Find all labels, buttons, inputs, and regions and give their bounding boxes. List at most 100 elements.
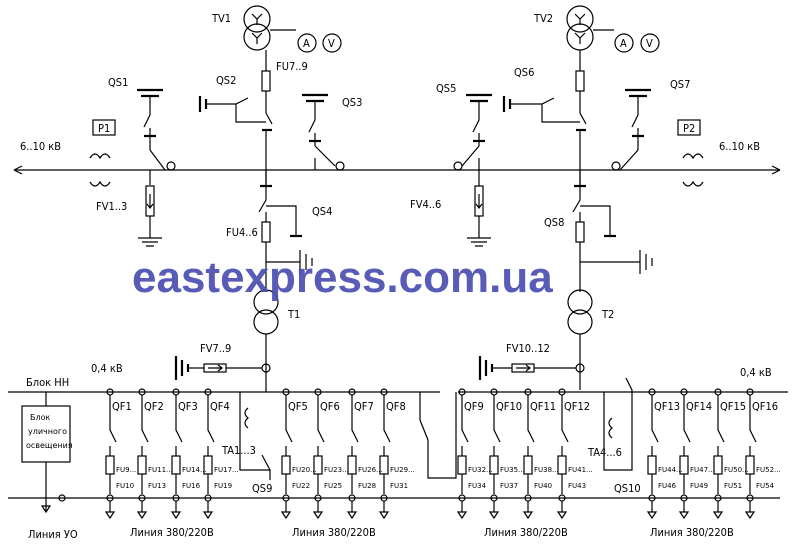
current-transformer-right <box>682 153 704 187</box>
lv-right-label: 0,4 кВ <box>740 366 772 379</box>
fuse-label: FU19 <box>214 482 232 490</box>
fuse-fu7-9 <box>261 70 271 92</box>
fuse-label: FU9... <box>116 466 136 474</box>
fuse-label: FU10 <box>116 482 134 490</box>
voltage-transformer-tv2: TV2 <box>533 5 594 51</box>
svg-text:освещения: освещения <box>26 441 73 450</box>
voltmeter-right: V <box>640 33 660 53</box>
qs1-label: QS1 <box>108 76 128 89</box>
svg-text:A: A <box>303 37 310 50</box>
qs2-label: QS2 <box>216 74 236 87</box>
fuse-label: FU16 <box>182 482 201 490</box>
line-380-label-2: Линия 380/220В <box>292 526 376 539</box>
fuse-right-tv2 <box>575 70 585 92</box>
qs10-label: QS10 <box>614 482 641 495</box>
breaker-label: QF6 <box>320 400 340 413</box>
ta1-3-label: TA1...3 <box>221 444 256 457</box>
fuse-label: FU49 <box>690 482 708 490</box>
block-nn-label: Блок НН <box>26 376 69 389</box>
fuse-label: FU37 <box>500 482 518 490</box>
line-380-label-4: Линия 380/220В <box>650 526 734 539</box>
fuse-label: FU52... <box>756 466 781 474</box>
disconnector-qs1: QS1 <box>108 76 163 150</box>
fuse-label: FU46 <box>658 482 677 490</box>
breaker-label: QF9 <box>464 400 484 413</box>
fuse-label: FU40 <box>534 482 552 490</box>
hv-right-label: 6..10 кВ <box>719 140 760 153</box>
fuse-fu4-6 <box>261 221 271 243</box>
fuse-label: FU51 <box>724 482 742 490</box>
feeder-group: QF1FU9...FU10QF2FU11...FU13QF3FU14...FU1… <box>104 388 781 520</box>
fuse-label: FU34 <box>468 482 487 490</box>
fuse-label: FU31 <box>390 482 408 490</box>
fv4-6-label: FV4..6 <box>410 198 441 211</box>
fuse-label: FU23... <box>324 466 349 474</box>
fuse-label: FU22 <box>292 482 310 490</box>
arrester-fv7-9: FV7..9 <box>174 342 271 380</box>
breaker-label: QF7 <box>354 400 374 413</box>
breaker-label: QF1 <box>112 400 132 413</box>
fuse-label: FU43 <box>568 482 586 490</box>
voltage-transformer-tv1: TV1 <box>211 5 271 51</box>
current-transformer-ta1-3 <box>244 407 249 429</box>
fuse-label: FU25 <box>324 482 342 490</box>
svg-text:V: V <box>646 37 653 50</box>
fuse-label: FU13 <box>148 482 166 490</box>
svg-text:P2: P2 <box>683 122 695 135</box>
fuse-label: FU26... <box>358 466 383 474</box>
voltmeter-left: V <box>322 33 342 53</box>
breaker-label: QF2 <box>144 400 164 413</box>
tv1-label: TV1 <box>211 12 231 25</box>
fuse-label: FU44... <box>658 466 683 474</box>
fuse-label: FU20... <box>292 466 317 474</box>
breaker-label: QF11 <box>530 400 556 413</box>
svg-text:T1: T1 <box>287 308 300 321</box>
qs8-label: QS8 <box>544 216 564 229</box>
breaker-label: QF15 <box>720 400 746 413</box>
fuse-label: FU54 <box>756 482 775 490</box>
disconnector-qs7: QS7 <box>625 78 690 150</box>
svg-text:A: A <box>620 37 627 50</box>
svg-text:FV7..9: FV7..9 <box>200 342 231 355</box>
fuse-label: FU41... <box>568 466 593 474</box>
bus-section-link <box>419 392 457 479</box>
arrow-left <box>13 165 23 175</box>
breaker-label: QF8 <box>386 400 406 413</box>
disconnector-qs5: QS5 <box>436 82 492 146</box>
fuse-label: FU47... <box>690 466 715 474</box>
fuse-label: FU38... <box>534 466 559 474</box>
breaker-label: QF10 <box>496 400 522 413</box>
fuse-label: FU28 <box>358 482 376 490</box>
disconnector-qs6: QS6 <box>502 66 587 132</box>
ammeter-left: A <box>297 33 317 53</box>
fuse-label: FU50... <box>724 466 749 474</box>
fuse-label: FU14... <box>182 466 207 474</box>
svg-text:Блок: Блок <box>30 413 50 422</box>
breaker-label: QF14 <box>686 400 712 413</box>
disconnector-qs2: QS2 <box>198 74 273 132</box>
breaker-label: QF12 <box>564 400 590 413</box>
fu7-9-label: FU7..9 <box>276 60 308 73</box>
line-380-label-3: Линия 380/220В <box>484 526 568 539</box>
arrow-right <box>771 165 781 175</box>
disconnector-qs9: TA1...3 QS9 <box>221 392 272 495</box>
relay-p2 <box>677 119 701 136</box>
qs7-label: QS7 <box>670 78 690 91</box>
lv-left-label: 0,4 кВ <box>91 362 123 375</box>
qs5-label: QS5 <box>436 82 456 95</box>
breaker-label: QF4 <box>210 400 230 413</box>
fuse-label: FU35... <box>500 466 525 474</box>
fuse-label: FU29... <box>390 466 415 474</box>
